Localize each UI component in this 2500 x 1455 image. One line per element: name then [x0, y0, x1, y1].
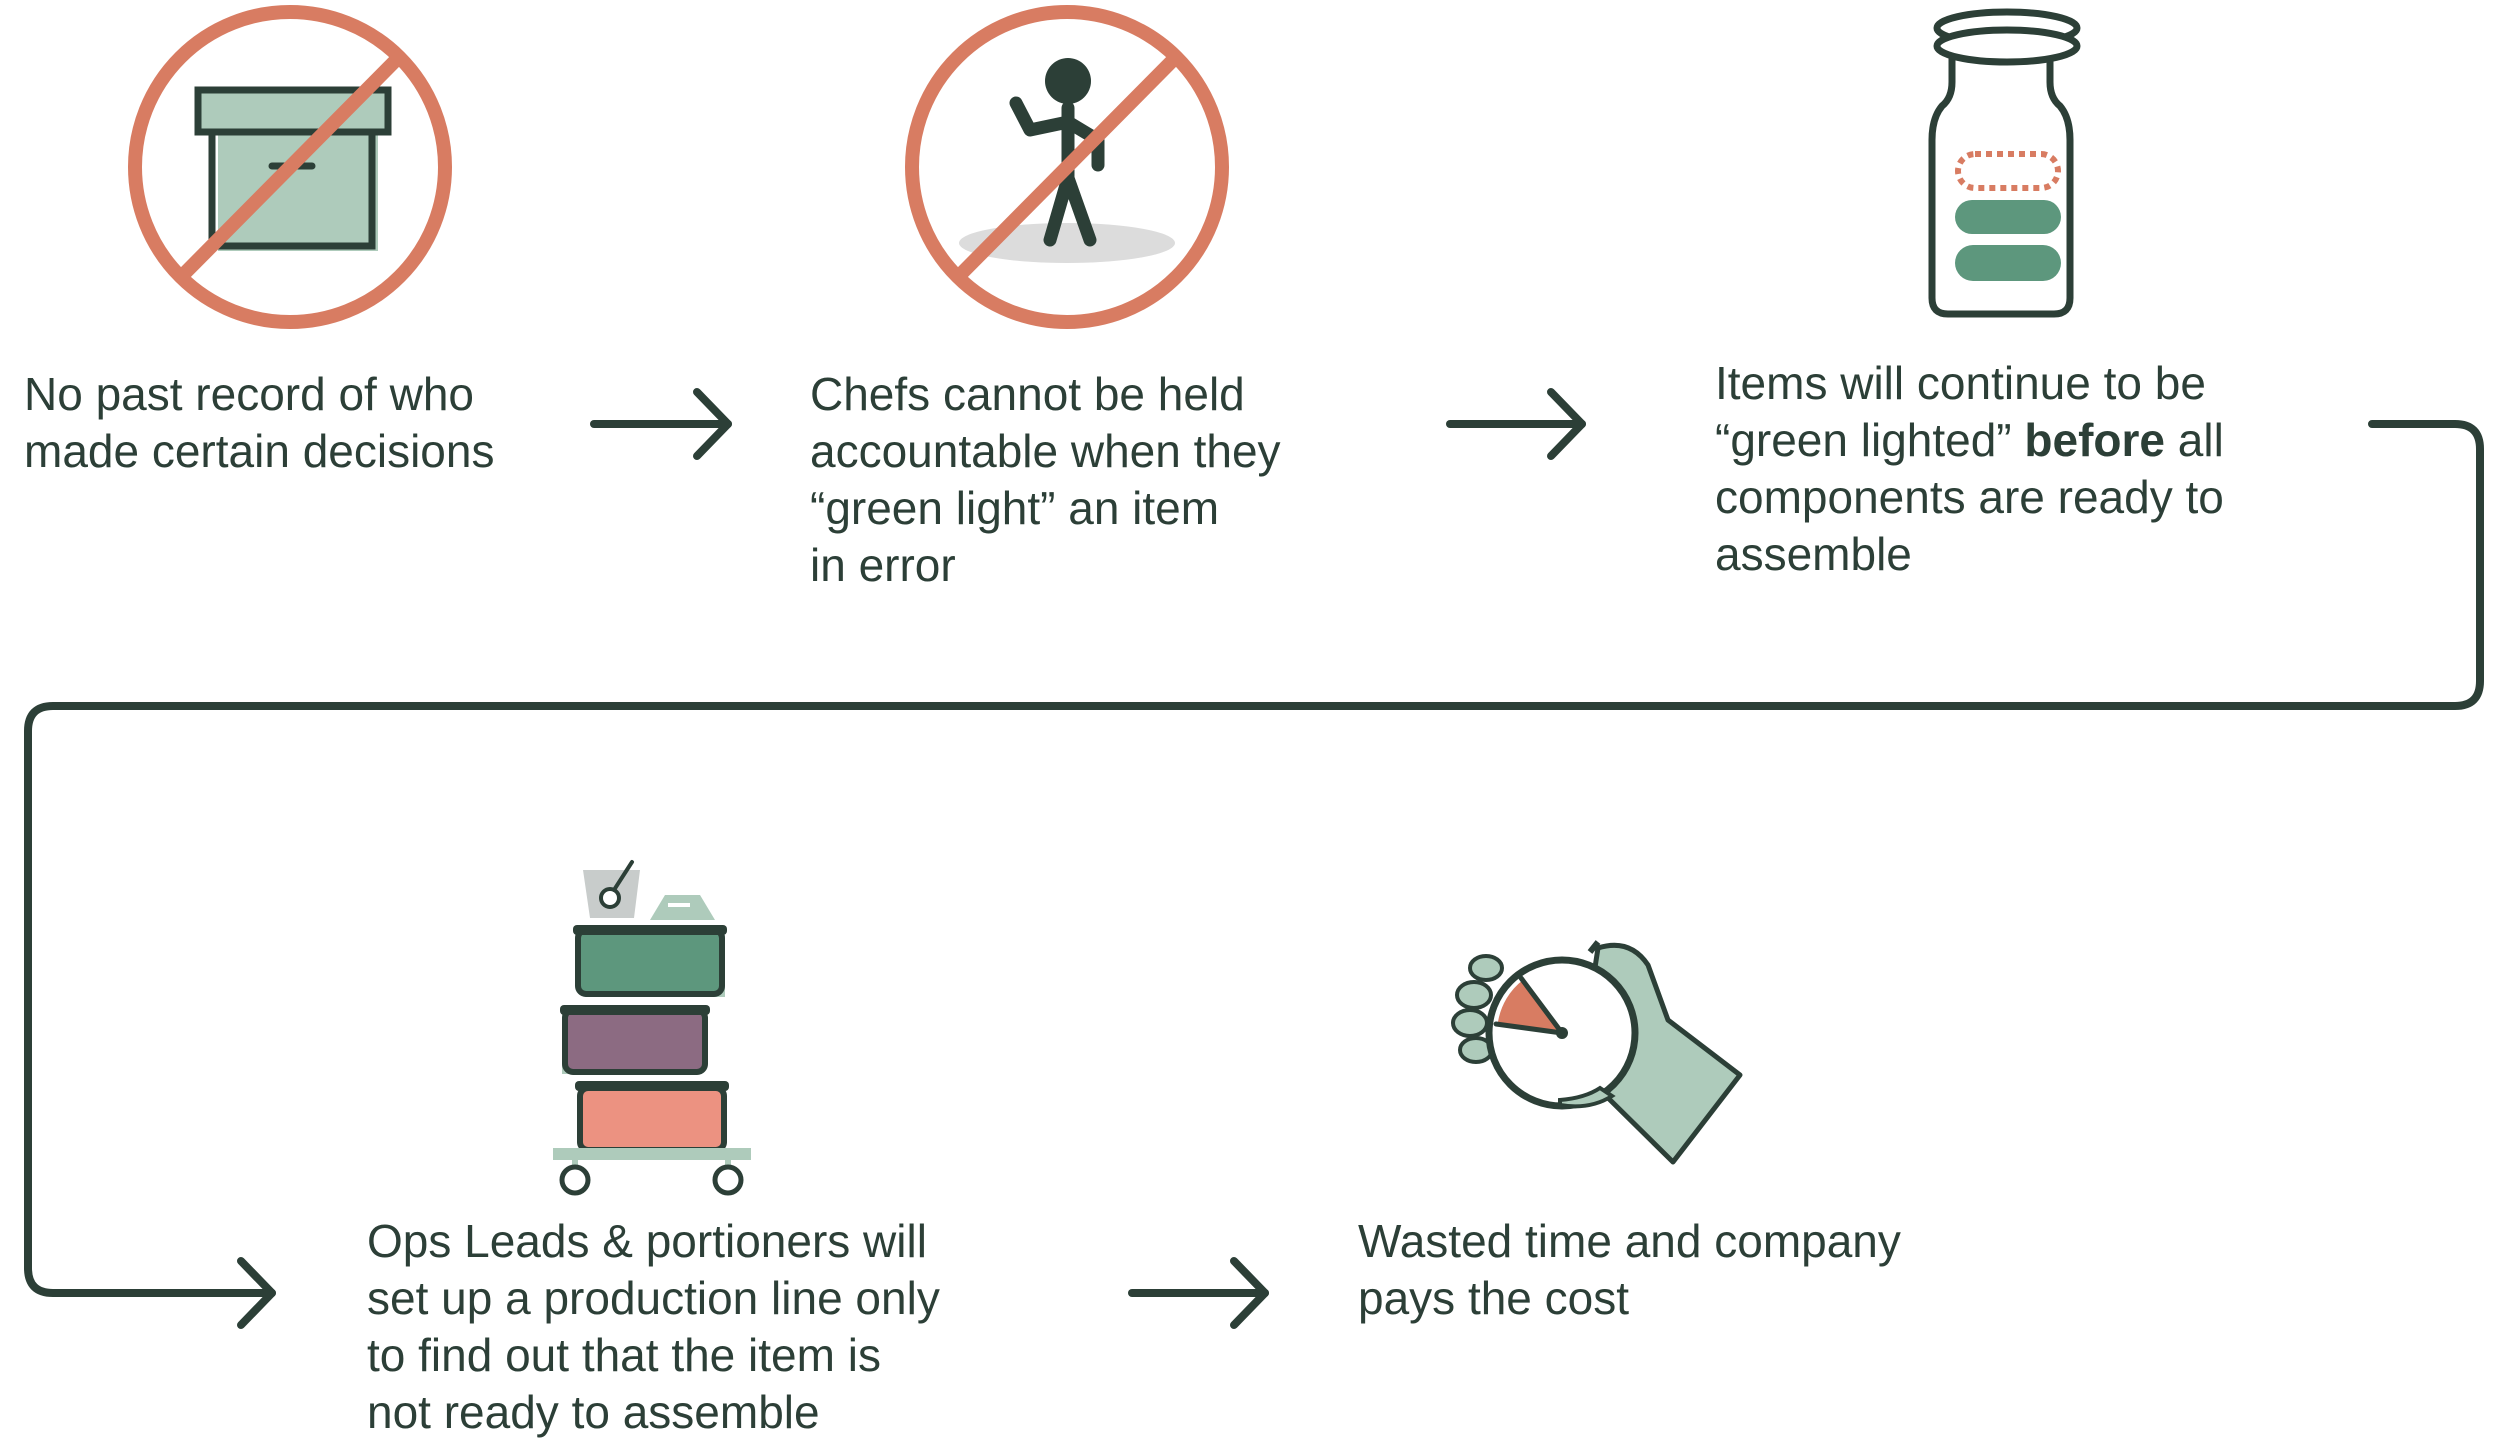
- caption-line: “green lighted” before all: [1715, 412, 2415, 469]
- caption-line: to find out that the item is: [367, 1329, 881, 1381]
- caption-line: Items will continue to be: [1715, 357, 2206, 409]
- jar-icon: [1928, 8, 2081, 318]
- caption-line: components are ready to: [1715, 471, 2224, 523]
- caption-line: in error: [810, 539, 956, 591]
- stacked-containers-cart-icon: [553, 860, 751, 1196]
- caption-line: not ready to assemble: [367, 1386, 820, 1438]
- caption-fragment: “green lighted”: [1715, 414, 2025, 466]
- no-person-icon: [905, 5, 1229, 329]
- arrow-4-to-5: [1128, 1257, 1269, 1329]
- caption-line: Wasted time and company: [1358, 1215, 1901, 1267]
- step-5-caption: Wasted time and company pays the cost: [1358, 1213, 2058, 1327]
- caption-line: Ops Leads & portioners will: [367, 1215, 927, 1267]
- caption-line: assemble: [1715, 528, 1912, 580]
- hand-stopwatch-icon: [1451, 940, 1743, 1165]
- caption-line: No past record of who: [24, 368, 475, 420]
- caption-line: pays the cost: [1358, 1272, 1630, 1324]
- caption-line: Chefs cannot be held: [810, 368, 1245, 420]
- caption-line: set up a production line only: [367, 1272, 940, 1324]
- step-1-caption: No past record of who made certain decis…: [24, 366, 624, 480]
- arrow-2-to-3: [1446, 388, 1586, 460]
- step-3-caption: Items will continue to be “green lighted…: [1715, 355, 2415, 583]
- caption-bold-word: before: [2024, 414, 2165, 466]
- caption-line: accountable when they: [810, 425, 1281, 477]
- arrow-1-to-2: [590, 388, 732, 460]
- caption-line: “green light” an item: [810, 482, 1220, 534]
- caption-fragment: all: [2165, 414, 2224, 466]
- no-archive-box-icon: [128, 5, 452, 329]
- caption-line: made certain decisions: [24, 425, 495, 477]
- connector-3-to-4: [24, 420, 2484, 1329]
- step-2-caption: Chefs cannot be held accountable when th…: [810, 366, 1460, 594]
- step-4-caption: Ops Leads & portioners will set up a pro…: [367, 1213, 1087, 1441]
